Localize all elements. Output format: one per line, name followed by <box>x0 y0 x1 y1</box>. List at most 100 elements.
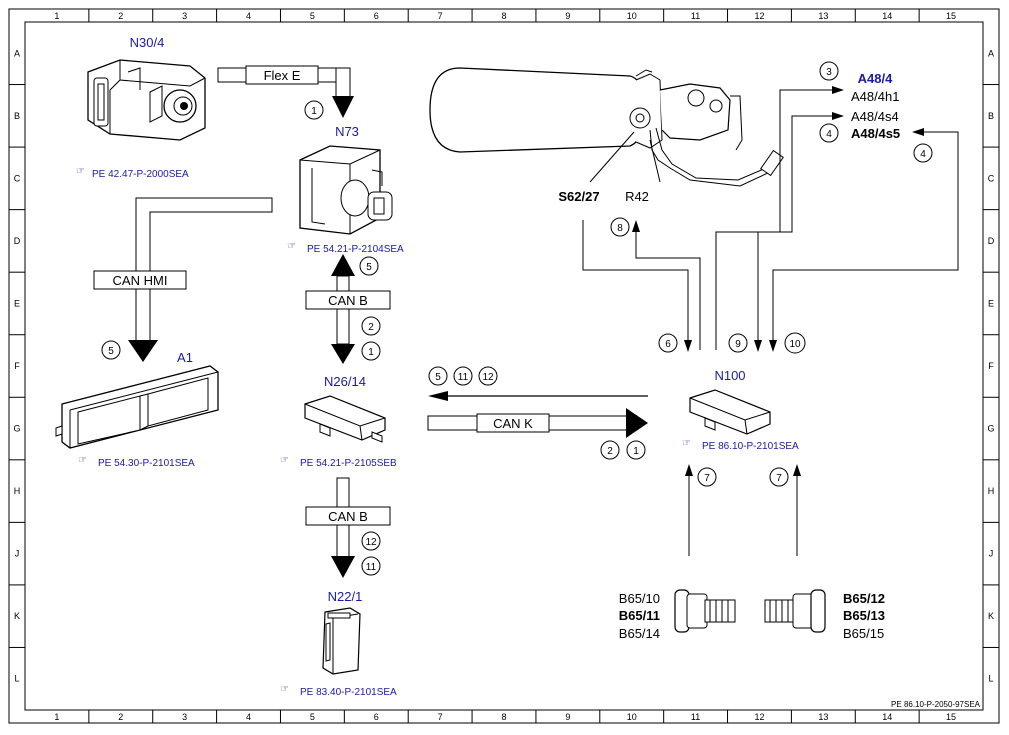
signal-lines <box>582 89 959 556</box>
can-k-right-arrowhead <box>626 408 648 438</box>
grid-row-label-left: A <box>14 48 20 58</box>
grid-col-label-top: 11 <box>691 11 700 21</box>
marker-flex-1-text: 1 <box>311 106 317 117</box>
marker-canb-dn-11 <box>361 556 381 576</box>
marker-canhmi-5-text: 5 <box>108 346 114 357</box>
siren-tank-assembly-icon <box>429 67 784 187</box>
n100-hand-icon: ☞ <box>682 438 691 449</box>
grid-col-label-bottom: 13 <box>818 712 828 722</box>
marker-flex-1 <box>304 100 324 120</box>
grid-col-label-top: 1 <box>54 11 59 21</box>
can-b-upper-box <box>305 290 391 310</box>
grid-row-label-right: C <box>988 173 995 183</box>
grid-row-label-right: E <box>988 298 994 308</box>
can-k-label: CAN K <box>493 416 533 431</box>
marker-cank-l-12-text: 12 <box>482 372 494 383</box>
n26-14-ref-link[interactable]: PE 54.21-P-2105SEB <box>300 458 397 469</box>
grid-row-label-right: A <box>988 48 994 58</box>
can-b-lower-label: CAN B <box>328 509 368 524</box>
marker-n100-10 <box>784 332 806 354</box>
grid-col-label-bottom: 11 <box>691 712 700 722</box>
b65-14-label: B65/14 <box>619 626 660 641</box>
n73-ref-link[interactable]: PE 54.21-P-2104SEA <box>307 244 404 255</box>
flex-e-label: Flex E <box>264 68 301 83</box>
marker-n100-6 <box>658 333 678 353</box>
marker-b65-7l-text: 7 <box>704 473 710 484</box>
a48-4-label: A48/4 <box>858 71 893 86</box>
r42-label: R42 <box>625 189 649 204</box>
b65-11-label: B65/11 <box>619 608 660 623</box>
grid-col-label-top: 5 <box>310 11 315 21</box>
n30-4-label: N30/4 <box>130 35 165 50</box>
outer-frame <box>8 8 1000 724</box>
marker-canb-up-5-text: 5 <box>366 262 372 273</box>
can-hmi-line <box>135 197 273 343</box>
marker-n100-6-text: 6 <box>665 339 671 350</box>
b65-right-sensor-icon <box>764 589 826 633</box>
grid-col-label-bottom: 12 <box>754 712 764 722</box>
grid-col-label-bottom: 8 <box>501 712 506 722</box>
marker-canb-up-2 <box>361 316 381 336</box>
grid-col-label-top: 7 <box>438 11 443 21</box>
grid-row-label-left: L <box>14 674 19 684</box>
grid-col-label-top: 10 <box>627 11 637 21</box>
grid-row-label-right: L <box>988 674 993 684</box>
grid-col-label-bottom: 1 <box>54 712 59 722</box>
marker-cank-r-2 <box>600 440 620 460</box>
footer-ref: PE 86.10-P-2050-97SEA <box>891 700 981 709</box>
n73-ignition-switch-icon <box>299 145 393 235</box>
grid-col-label-top: 13 <box>818 11 828 21</box>
s62-27-label: S62/27 <box>558 189 599 204</box>
marker-a48-4 <box>819 123 839 143</box>
n26-14-hand-icon: ☞ <box>280 455 289 466</box>
n30-4-ref-link[interactable]: PE 42.47-P-2000SEA <box>92 169 189 180</box>
n100-ref-link[interactable]: PE 86.10-P-2101SEA <box>702 441 799 452</box>
marker-canb-dn-12 <box>361 531 381 551</box>
marker-canb-up-5 <box>359 256 379 276</box>
flex-e-arrowhead <box>332 96 354 118</box>
marker-b65-7r-text: 7 <box>776 473 782 484</box>
marker-cank-l-12 <box>478 366 498 386</box>
grid-col-label-bottom: 9 <box>565 712 570 722</box>
n26-14-module-icon <box>304 395 386 443</box>
n22-1-ref-link[interactable]: PE 83.40-P-2101SEA <box>300 687 397 698</box>
grid-row-label-left: D <box>14 236 21 246</box>
grid-row-label-right: K <box>988 611 994 621</box>
can-hmi-label: CAN HMI <box>113 273 168 288</box>
grid-row-label-left: G <box>13 424 20 434</box>
n22-1-hand-icon: ☞ <box>280 684 289 695</box>
a48-4s5-label: A48/4s5 <box>851 126 900 141</box>
can-hmi-box <box>93 270 187 290</box>
grid-col-label-top: 8 <box>501 11 506 21</box>
grid-row-label-left: C <box>14 173 21 183</box>
marker-n100-10-text: 10 <box>789 339 801 350</box>
marker-canhmi-5 <box>101 340 121 360</box>
a1-ref-link[interactable]: PE 54.30-P-2101SEA <box>98 458 195 469</box>
n73-label: N73 <box>335 124 359 139</box>
grid-col-label-bottom: 2 <box>118 712 123 722</box>
can-b-upper-label: CAN B <box>328 293 368 308</box>
marker-canb-up-1 <box>361 341 381 361</box>
marker-cank-r-1-text: 1 <box>633 446 639 457</box>
marker-a48-3-text: 3 <box>826 67 832 78</box>
grid-col-label-bottom: 3 <box>182 712 187 722</box>
marker-n100-9-text: 9 <box>735 339 741 350</box>
grid-row-label-right: J <box>989 549 994 559</box>
marker-cank-r-2-text: 2 <box>607 446 613 457</box>
marker-cank-l-5-text: 5 <box>435 372 441 383</box>
grid-row-label-right: H <box>988 486 995 496</box>
grid-row-label-right: B <box>988 111 994 121</box>
grid-row-label-left: H <box>14 486 21 496</box>
marker-cank-l-5 <box>428 366 448 386</box>
n100-module-icon <box>689 389 771 435</box>
n22-1-label: N22/1 <box>328 589 363 604</box>
marker-a48-3 <box>819 61 839 81</box>
grid-col-label-bottom: 7 <box>438 712 443 722</box>
can-k-box <box>476 413 550 433</box>
marker-a48-4r <box>913 143 933 163</box>
grid-col-label-top: 2 <box>118 11 123 21</box>
grid-row-label-left: E <box>14 298 20 308</box>
